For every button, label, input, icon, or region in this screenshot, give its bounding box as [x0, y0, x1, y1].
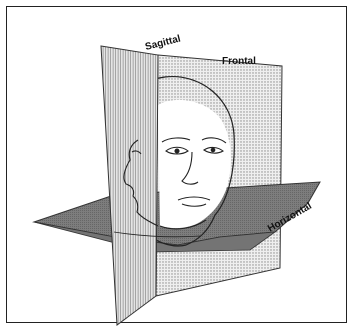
sagittal-label: Sagittal — [144, 33, 182, 52]
frontal-label: Frontal — [222, 56, 256, 67]
